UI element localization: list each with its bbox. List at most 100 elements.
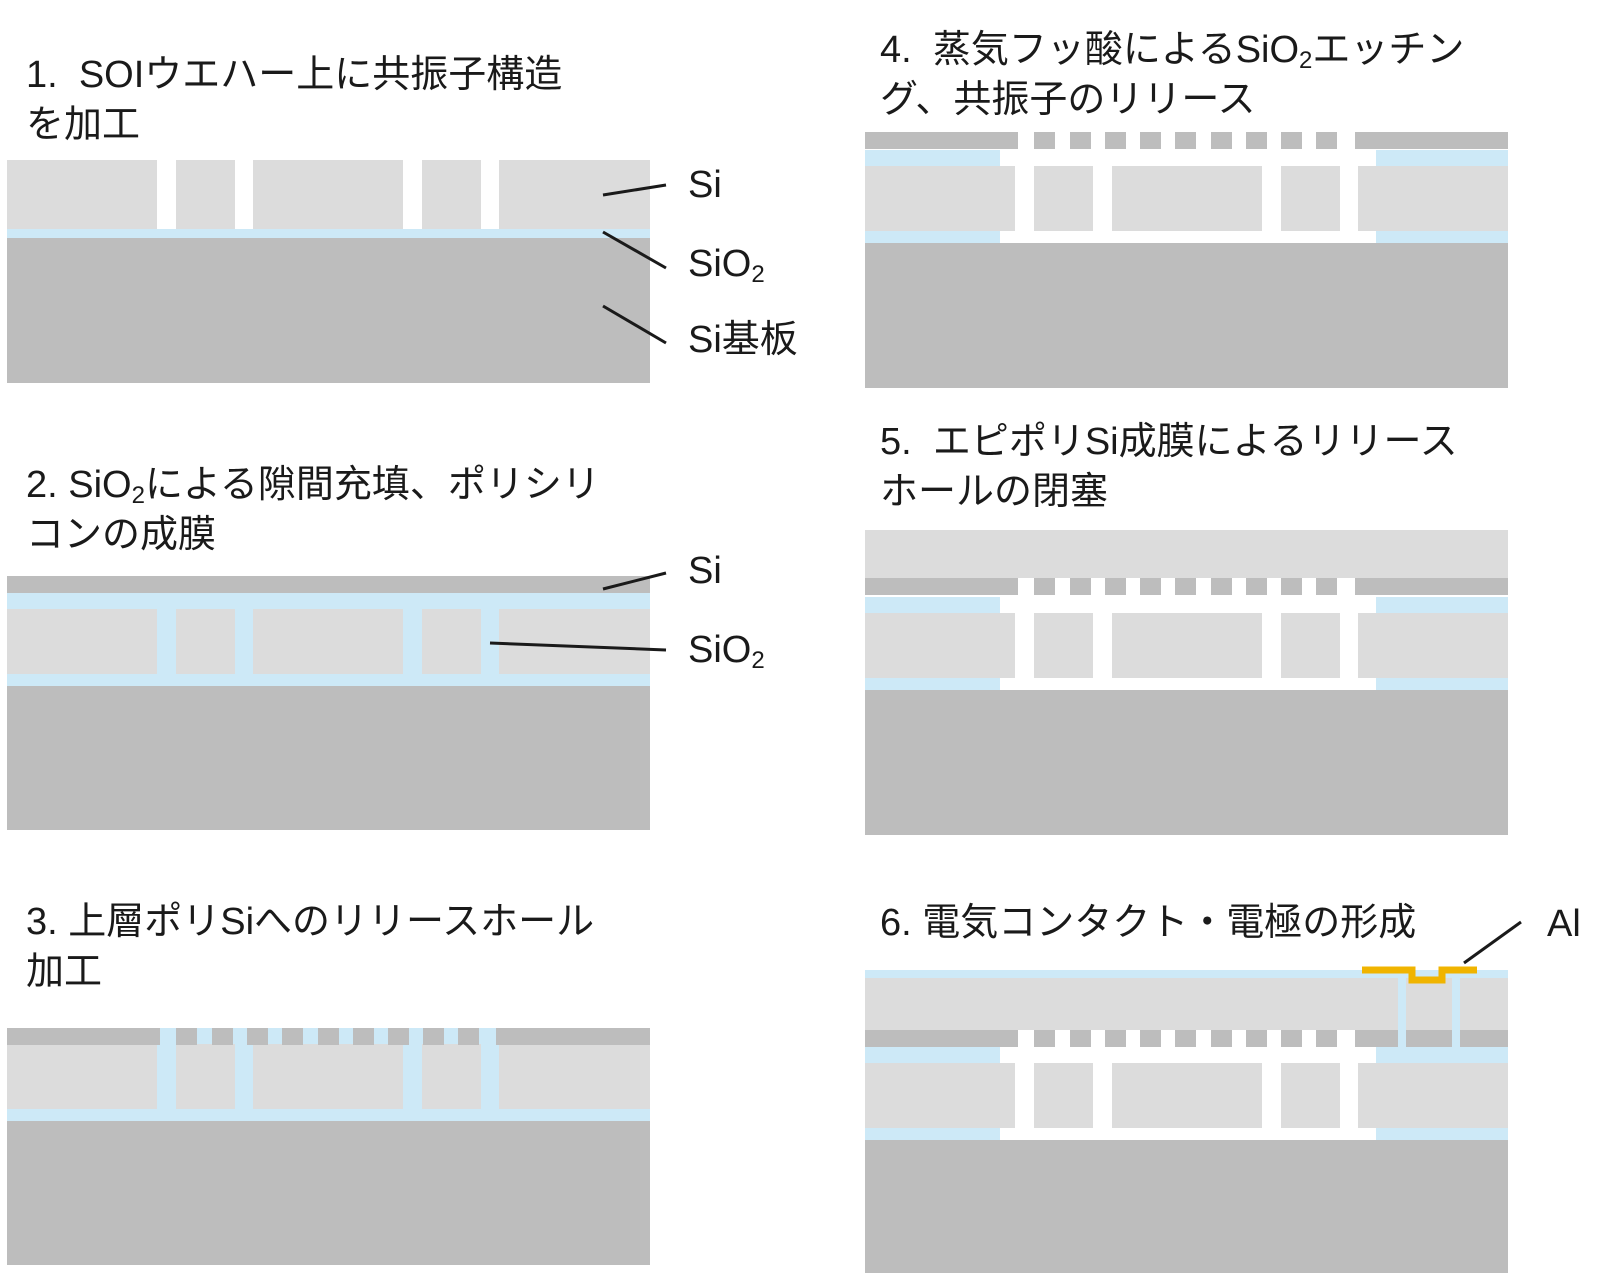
step5-title: 5. エピポリSi成膜によるリリース ホールの閉塞 [880, 421, 1458, 513]
polysilicon-segment [1211, 578, 1232, 595]
resonator-block [1281, 613, 1340, 678]
polysilicon-layer [1355, 1030, 1508, 1047]
polysilicon-segment [1211, 1030, 1232, 1047]
step1-title: 1. SOIウエハー上に共振子構造 を加工 [26, 54, 563, 146]
polysilicon-segment [1105, 1030, 1126, 1047]
polysilicon-segment [1281, 1030, 1302, 1047]
resonator-block [499, 609, 650, 674]
label-sio2-step2: SiO2 [688, 629, 765, 674]
contact-trench [1452, 970, 1460, 1047]
resonator-block [253, 609, 403, 674]
resonator-block [1112, 166, 1262, 231]
polysilicon-layer [1355, 578, 1508, 595]
polysilicon-segment [1175, 132, 1196, 149]
resonator-block [1358, 613, 1508, 678]
passivation-sio2 [865, 970, 1508, 978]
polysilicon-segment [458, 1028, 479, 1045]
resonator-block [7, 1044, 157, 1109]
leader-si-step2 [602, 571, 667, 591]
polysilicon-segment [1070, 1030, 1091, 1047]
polysilicon-layer [865, 1030, 1018, 1047]
polysilicon-segment [1034, 132, 1055, 149]
polysilicon-segment [1070, 578, 1091, 595]
polysilicon-layer [865, 132, 1018, 149]
si-substrate [7, 686, 650, 830]
resonator-block [7, 609, 157, 674]
polysilicon-segment [1034, 1030, 1055, 1047]
polysilicon-segment [353, 1028, 374, 1045]
resonator-block [865, 1063, 1015, 1128]
resonator-block [1358, 1063, 1508, 1128]
si-substrate [7, 1121, 650, 1265]
step4-title: 4. 蒸気フッ酸によるSiO2エッチン グ、共振子のリリース [880, 29, 1465, 121]
resonator-block [176, 1044, 235, 1109]
resonator-block [422, 160, 481, 229]
si-substrate [7, 238, 650, 383]
polysilicon-segment [1281, 578, 1302, 595]
resonator-block [1112, 613, 1262, 678]
si-substrate [865, 1140, 1508, 1273]
polysilicon-segment [1105, 132, 1126, 149]
polysilicon-segment [1140, 578, 1161, 595]
polysilicon-layer [7, 1028, 160, 1045]
resonator-block [176, 609, 235, 674]
leader-sio2-step2 [489, 641, 667, 652]
resonator-block [422, 1044, 481, 1109]
resonator-block [499, 160, 650, 229]
resonator-block [253, 1044, 403, 1109]
polysilicon-segment [1281, 132, 1302, 149]
polysilicon-segment [1175, 578, 1196, 595]
polysilicon-segment [388, 1028, 409, 1045]
polysilicon-segment [1246, 132, 1267, 149]
polysilicon-segment [1070, 132, 1091, 149]
leader-sio2-step1 [602, 230, 667, 270]
step2-title: 2. SiO2による隙間充填、ポリシリ コンの成膜 [26, 464, 600, 556]
leader-al [1463, 920, 1522, 965]
epipoly-layer [865, 530, 1508, 578]
resonator-block [1281, 1063, 1340, 1128]
contact-trench [1398, 970, 1406, 1047]
polysilicon-segment [1140, 1030, 1161, 1047]
resonator-block [422, 609, 481, 674]
polysilicon-segment [1140, 132, 1161, 149]
resonator-block [253, 160, 403, 229]
polysilicon-segment [1246, 578, 1267, 595]
step3-title: 3. 上層ポリSiへのリリースホール 加工 [26, 901, 595, 993]
polysilicon-segment [1316, 578, 1337, 595]
al-electrode [1362, 966, 1477, 984]
sio2-layer [7, 229, 650, 238]
polysilicon-segment [176, 1028, 197, 1045]
polysilicon-segment [318, 1028, 339, 1045]
si-substrate [865, 690, 1508, 835]
polysilicon-segment [423, 1028, 444, 1045]
polysilicon-segment [282, 1028, 303, 1045]
leader-si-step1 [602, 183, 667, 197]
step6-title: 6. 電気コンタクト・電極の形成 [880, 902, 1417, 944]
resonator-block [1034, 1063, 1093, 1128]
label-si-step2: Si [688, 550, 722, 592]
polysilicon-segment [212, 1028, 233, 1045]
polysilicon-layer [1355, 132, 1508, 149]
polysilicon-segment [1211, 132, 1232, 149]
polysilicon-segment [1034, 578, 1055, 595]
polysilicon-layer [865, 578, 1018, 595]
polysilicon-segment [1246, 1030, 1267, 1047]
polysilicon-segment [247, 1028, 268, 1045]
resonator-block [865, 613, 1015, 678]
leader-si-substrate [602, 304, 667, 345]
resonator-block [1281, 166, 1340, 231]
resonator-block [1034, 613, 1093, 678]
polysilicon-segment [1316, 132, 1337, 149]
resonator-block [1358, 166, 1508, 231]
resonator-block [1112, 1063, 1262, 1128]
polysilicon-layer [7, 576, 650, 593]
resonator-block [865, 166, 1015, 231]
resonator-block [499, 1044, 650, 1109]
label-si-step1: Si [688, 164, 722, 206]
polysilicon-segment [1175, 1030, 1196, 1047]
resonator-block [176, 160, 235, 229]
label-sio2-step1: SiO2 [688, 243, 765, 288]
polysilicon-segment [1105, 578, 1126, 595]
resonator-block [1034, 166, 1093, 231]
